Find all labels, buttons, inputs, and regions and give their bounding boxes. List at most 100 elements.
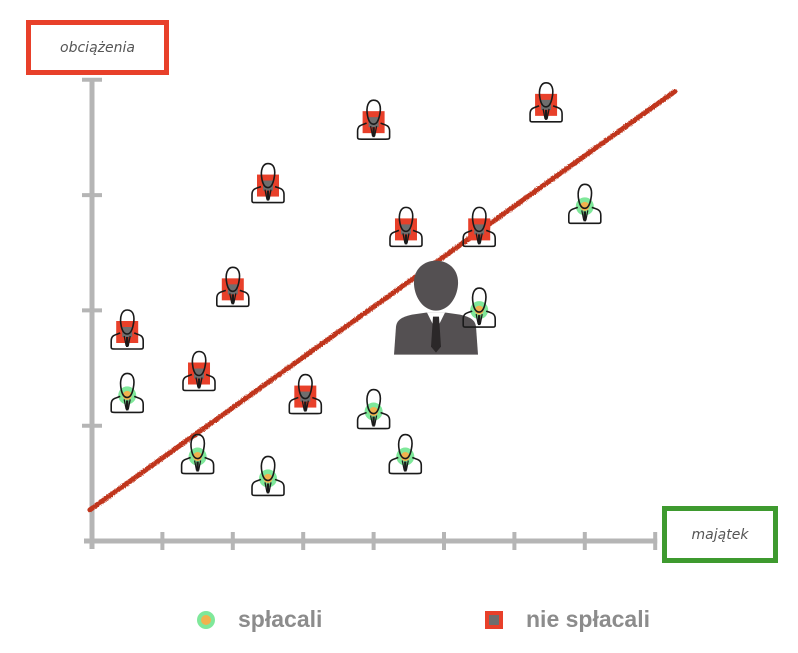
person-head — [119, 309, 135, 335]
person-tie — [404, 461, 407, 472]
person-body — [110, 395, 144, 414]
person-tie — [266, 190, 270, 201]
person-tie — [196, 461, 199, 472]
person-head — [398, 206, 414, 233]
person-tie — [197, 378, 201, 389]
person-body — [288, 396, 323, 415]
person-body — [251, 478, 285, 497]
person-icon — [110, 372, 144, 414]
payer-point — [356, 388, 391, 430]
person-head — [366, 388, 382, 415]
person-icon — [388, 433, 423, 475]
legend-item-payers: spłacali — [196, 606, 322, 633]
person-icon — [182, 350, 216, 392]
payer-point — [110, 372, 144, 414]
person-icon — [567, 183, 602, 225]
x-axis-label: majątek — [691, 526, 749, 543]
person-body — [216, 289, 250, 308]
person-icon — [462, 287, 497, 328]
nonpayer-marker-icon — [485, 610, 503, 629]
person-tie — [372, 127, 375, 138]
person-body — [356, 122, 391, 140]
person-body — [182, 373, 216, 392]
legend-label-payers: spłacali — [238, 606, 323, 632]
person-collar — [123, 335, 131, 347]
person-tie — [126, 337, 129, 348]
person-head — [471, 287, 487, 313]
person-tie — [404, 234, 408, 245]
person-collar — [195, 377, 203, 388]
person-collar — [264, 482, 272, 493]
person-tie — [478, 234, 481, 245]
nonpayer-inner-marker — [263, 180, 273, 191]
person-collar — [369, 415, 378, 426]
payer-point — [388, 433, 423, 475]
person-body — [529, 105, 563, 123]
payer-point — [251, 455, 285, 497]
person-head — [260, 455, 276, 482]
nonpayer-inner-marker — [300, 391, 311, 402]
person-tie — [231, 294, 234, 305]
nonpayer-point — [529, 82, 563, 123]
person-head — [471, 206, 487, 233]
legend-item-nonpayers: nie spłacali — [484, 606, 650, 633]
nonpayer-inner-marker — [122, 327, 133, 338]
data-points — [110, 82, 602, 497]
person-body — [389, 229, 423, 248]
person-body — [567, 206, 602, 225]
y-axis-label: obciążenia — [60, 39, 135, 56]
person-body — [251, 185, 285, 204]
axes — [82, 77, 658, 550]
nonpayer-point — [356, 99, 391, 140]
nonpayer-inner-marker — [194, 368, 205, 379]
person-tie — [544, 109, 548, 120]
person-collar — [123, 399, 131, 410]
nonpayer-point — [462, 206, 497, 248]
nonpayer-point — [216, 266, 250, 308]
person-icon — [356, 388, 391, 430]
person-icon — [529, 82, 563, 123]
payer-point — [567, 183, 602, 225]
person-collar — [401, 460, 409, 471]
person-icon — [216, 266, 250, 308]
person-body — [180, 456, 215, 475]
person-head — [577, 183, 593, 210]
boundary-line — [87, 88, 678, 513]
decision-boundary — [87, 88, 678, 513]
person-silhouette-icon — [394, 260, 478, 355]
person-body — [388, 456, 423, 475]
person-icon — [251, 455, 285, 497]
person-collar — [369, 126, 378, 137]
person-tie — [583, 211, 586, 222]
person-body — [462, 229, 497, 248]
nonpayer-point — [251, 162, 285, 204]
person-icon — [180, 433, 215, 475]
person-collar — [475, 313, 483, 325]
person-head — [191, 350, 207, 377]
nonpayer-inner-marker — [541, 99, 552, 110]
nonpayer-inner-marker — [227, 284, 238, 295]
nonpayer-inner-marker — [368, 117, 379, 128]
person-collar — [301, 400, 309, 411]
person-tie — [304, 401, 307, 412]
person-collar — [193, 460, 202, 471]
person-icon — [251, 162, 285, 204]
nonpayer-inner-marker — [474, 224, 485, 235]
payer-point — [462, 287, 497, 328]
person-tie — [266, 483, 270, 494]
person-head — [119, 372, 135, 399]
person-icon — [288, 373, 323, 415]
person-icon — [389, 206, 423, 248]
person-body — [356, 411, 391, 430]
nonpayer-inner-marker — [400, 224, 411, 235]
person-head — [366, 99, 382, 125]
nonpayer-point — [182, 350, 216, 392]
nonpayer-point — [288, 373, 323, 415]
highlight-person — [394, 260, 478, 355]
person-head — [297, 373, 313, 400]
x-axis-label-box: majątek — [662, 506, 778, 563]
legend-label-nonpayers: nie spłacali — [526, 606, 651, 632]
person-body — [462, 310, 497, 328]
